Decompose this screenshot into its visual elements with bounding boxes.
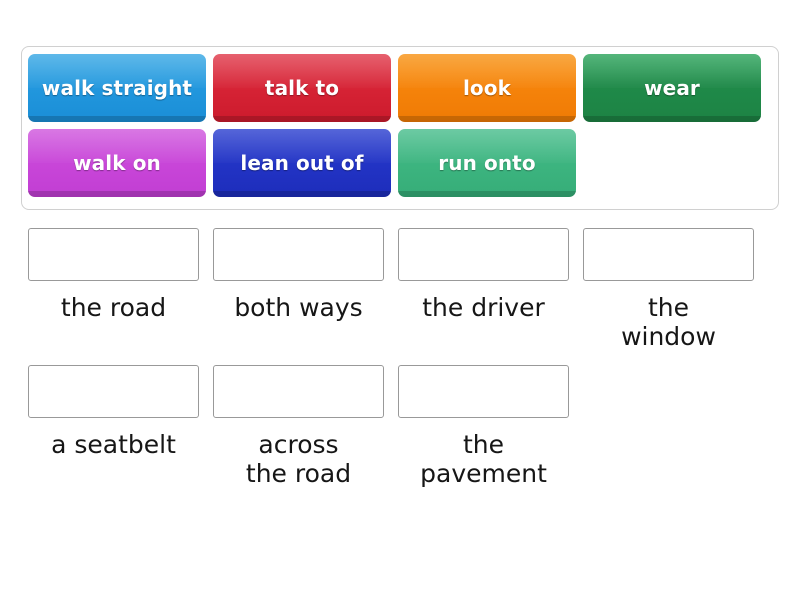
dropzone-target-the-road[interactable] — [28, 228, 199, 281]
dropzone-cell-the-window: the window — [576, 228, 761, 352]
dropzone-target-the-driver[interactable] — [398, 228, 569, 281]
dropzone-row-2: a seatbelt across the road the pavement — [21, 364, 779, 489]
dropzone-cell-the-driver: the driver — [391, 228, 576, 352]
tile-row-2: walk on lean out of run onto — [28, 129, 772, 201]
dropzone-cell-both-ways: both ways — [206, 228, 391, 352]
tile-label: lean out of — [240, 151, 364, 175]
draggable-tile-tray: walk straight talk to look wear walk on … — [21, 46, 779, 210]
tile-label: walk straight — [41, 76, 193, 100]
dropzone-label-the-road: the road — [60, 293, 167, 322]
dropzone-label-the-driver: the driver — [422, 293, 545, 322]
tile-row-empty-slot — [583, 129, 761, 197]
dropzone-target-a-seatbelt[interactable] — [28, 364, 199, 418]
dropzone-label-a-seatbelt: a seatbelt — [51, 429, 176, 459]
draggable-tile-wear[interactable]: wear — [583, 54, 761, 122]
dropzone-row-1: the road both ways the driver the window — [21, 228, 779, 352]
draggable-tile-walk-straight[interactable]: walk straight — [28, 54, 206, 122]
draggable-tile-run-onto[interactable]: run onto — [398, 129, 576, 197]
dropzone-cell-the-road: the road — [21, 228, 206, 352]
draggable-tile-lean-out-of[interactable]: lean out of — [213, 129, 391, 197]
draggable-tile-walk-on[interactable]: walk on — [28, 129, 206, 197]
dropzone-target-both-ways[interactable] — [213, 228, 384, 281]
dropzone-grid: the road both ways the driver the window… — [21, 228, 779, 501]
dropzone-target-across-the-road[interactable] — [213, 364, 384, 418]
dropzone-label-the-pavement: the pavement — [420, 429, 547, 488]
tile-label: walk on — [73, 151, 161, 175]
dropzone-label-the-window: the window — [621, 293, 716, 352]
tile-label: wear — [644, 76, 700, 100]
tile-label: run onto — [438, 151, 536, 175]
draggable-tile-look[interactable]: look — [398, 54, 576, 122]
tile-label: look — [462, 76, 512, 100]
draggable-tile-talk-to[interactable]: talk to — [213, 54, 391, 122]
dropzone-target-the-window[interactable] — [583, 228, 754, 281]
dropzone-cell-a-seatbelt: a seatbelt — [21, 364, 206, 489]
tile-row-1: walk straight talk to look wear — [28, 54, 772, 126]
dropzone-cell-the-pavement: the pavement — [391, 364, 576, 489]
dropzone-cell-across-the-road: across the road — [206, 364, 391, 489]
dropzone-label-both-ways: both ways — [234, 293, 363, 322]
dropzone-cell-empty — [576, 365, 761, 489]
dropzone-target-the-pavement[interactable] — [398, 364, 569, 418]
dropzone-label-across-the-road: across the road — [245, 429, 352, 488]
tile-label: talk to — [264, 76, 340, 100]
